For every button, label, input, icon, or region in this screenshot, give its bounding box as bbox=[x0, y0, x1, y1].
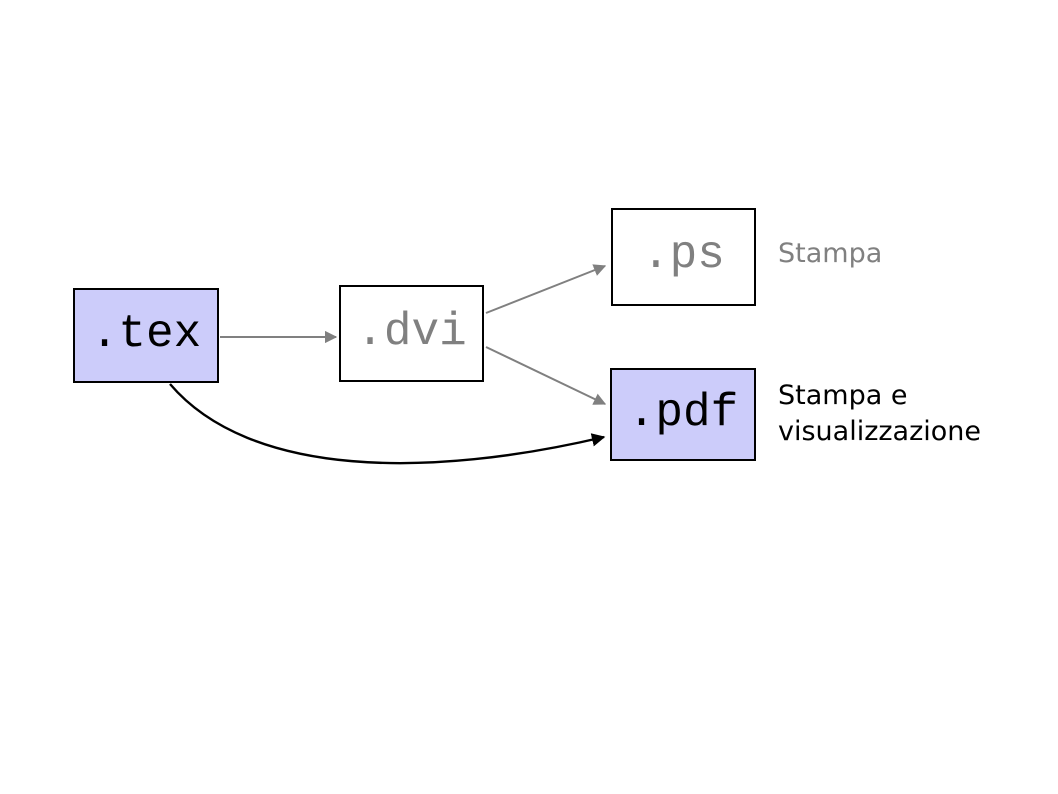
node-dvi[interactable]: .dvi bbox=[339, 285, 484, 382]
node-dvi-label: .dvi bbox=[356, 305, 467, 358]
edge-tex-to-pdf bbox=[169, 383, 606, 465]
node-tex[interactable]: .tex bbox=[73, 288, 219, 383]
node-pdf-label: .pdf bbox=[627, 386, 739, 439]
node-tex-label: .tex bbox=[90, 307, 202, 360]
node-pdf[interactable]: .pdf bbox=[610, 368, 756, 461]
node-ps[interactable]: .ps bbox=[611, 208, 756, 306]
edge-dvi-to-pdf bbox=[485, 346, 607, 405]
annotation-stampa: Stampa bbox=[778, 238, 883, 269]
edge-dvi-to-ps bbox=[485, 264, 607, 314]
annotation-stampa-visualizzazione: Stampa e visualizzazione bbox=[778, 380, 982, 447]
node-ps-label: .ps bbox=[642, 229, 725, 281]
